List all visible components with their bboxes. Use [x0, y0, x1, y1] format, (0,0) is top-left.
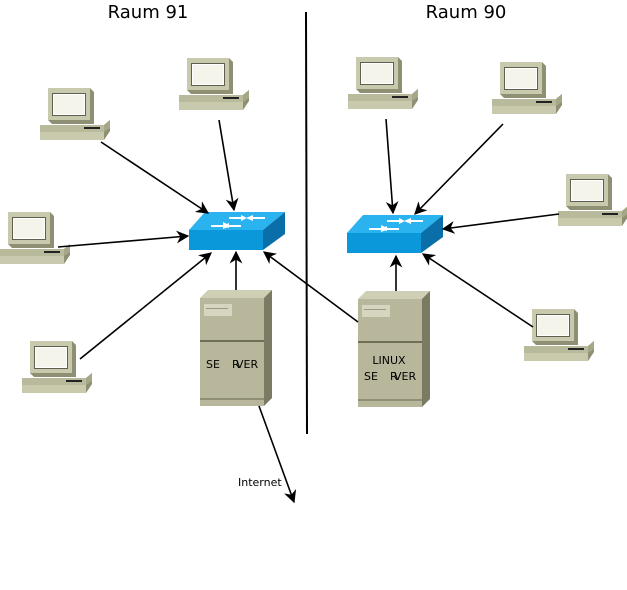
link-arrow: [79, 252, 212, 360]
computer-icon: [0, 212, 70, 264]
computer-icon: [558, 174, 627, 226]
computer-icon: [22, 341, 92, 393]
room-label-left: Raum 91: [108, 2, 189, 23]
link-arrow: [100, 141, 210, 214]
computer-icon: [524, 309, 594, 361]
computer-icon: [179, 58, 249, 110]
server-right-label-ver: VER: [394, 370, 416, 383]
server-left-label-se: SE: [206, 358, 220, 371]
link-arrow: [421, 253, 534, 328]
server-icon-left: [200, 290, 272, 406]
internet-label: Internet: [238, 476, 282, 489]
server-icon-right: [358, 291, 430, 407]
link-arrow: [57, 230, 190, 248]
link-arrow: [218, 119, 239, 212]
link-arrow: [385, 118, 399, 215]
link-arrow: [441, 213, 560, 234]
room-label-right: Raum 90: [426, 2, 507, 23]
server-right-label-se: SE: [364, 370, 378, 383]
room-divider: [305, 11, 308, 435]
computer-icon: [348, 57, 418, 109]
server-left-label-r: R: [232, 358, 240, 371]
link-arrow: [262, 251, 359, 323]
server-right-label-r: R: [390, 370, 398, 383]
server-left-label-ver: VER: [236, 358, 258, 371]
link-arrow: [414, 123, 504, 215]
computer-icon: [40, 88, 110, 140]
switch-icon-left: [189, 212, 285, 250]
switch-icon-right: [347, 215, 443, 253]
computer-icon: [492, 62, 562, 114]
internet-link-arrow: [258, 405, 297, 504]
server-right-label-os: LINUX: [372, 354, 406, 367]
